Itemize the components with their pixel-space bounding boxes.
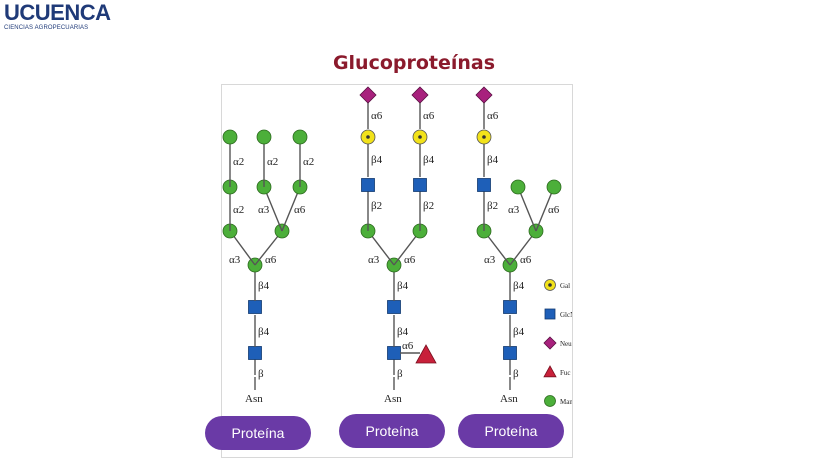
linkage-label: β4: [513, 280, 525, 292]
logo-name: UCUENCA: [4, 0, 111, 25]
glcnac-icon: [387, 300, 401, 314]
mannose-icon: [292, 129, 308, 145]
glcnac-icon: [361, 178, 375, 192]
linkage-label: α3: [258, 204, 270, 216]
logo-subtitle: CIENCIAS AGROPECUARIAS: [4, 25, 89, 31]
linkage-label: α3: [368, 254, 380, 266]
linkage-label: β4: [397, 280, 409, 292]
linkage-label: α6: [487, 110, 499, 122]
neuac-icon: [411, 86, 429, 104]
glycosidic-bond: [281, 186, 301, 232]
protein-pill-3: Proteína: [458, 414, 564, 448]
slide-title: Glucoproteínas: [332, 52, 496, 74]
glcnac-icon: [503, 300, 517, 314]
legend-label: Gal: [560, 282, 570, 290]
glycosidic-bond: [517, 186, 537, 232]
legend-label: Neu: [560, 340, 572, 348]
glcnac-icon: [544, 308, 556, 320]
legend-label: Fuc: [560, 369, 571, 377]
legend-label: Man: [560, 398, 572, 406]
glcnac-icon: [413, 178, 427, 192]
university-logo: UCUENCA CIENCIAS AGROPECUARIAS: [4, 0, 111, 32]
galactose-dot: [548, 283, 552, 287]
glcnac-icon: [503, 346, 517, 360]
linkage-label: α2: [267, 156, 278, 168]
fucose-icon: [415, 344, 437, 364]
galactose-dot: [482, 135, 486, 139]
linkage-label: α6: [404, 254, 416, 266]
neuac-icon: [475, 86, 493, 104]
linkage-label: α6: [371, 110, 383, 122]
linkage-label: β4: [258, 326, 270, 338]
mannose-icon: [256, 129, 272, 145]
protein-pill-2: Proteína: [339, 414, 445, 448]
linkage-label: β4: [397, 326, 409, 338]
linkage-label: β: [397, 368, 403, 380]
linkage-label: α3: [484, 254, 496, 266]
linkage-label: β4: [258, 280, 270, 292]
linkage-label: α6: [402, 340, 414, 352]
protein-pill-1: Proteína: [205, 416, 311, 450]
linkage-label: α6: [423, 110, 435, 122]
linkage-label: α2: [233, 204, 244, 216]
linkage-label: α6: [520, 254, 532, 266]
glycosidic-bond: [263, 186, 283, 232]
linkage-label: β: [258, 368, 264, 380]
asn-label: Asn: [384, 393, 402, 405]
linkage-label: β4: [371, 154, 383, 166]
mannose-icon: [510, 179, 526, 195]
galactose-dot: [418, 135, 422, 139]
mannose-icon: [546, 179, 562, 195]
asn-label: Asn: [500, 393, 518, 405]
linkage-label: β4: [423, 154, 435, 166]
linkage-label: β2: [487, 200, 498, 212]
linkage-label: α2: [303, 156, 314, 168]
linkage-label: β4: [487, 154, 499, 166]
neuac-icon: [543, 336, 557, 350]
linkage-label: α6: [548, 204, 560, 216]
linkage-label: β4: [513, 326, 525, 338]
linkage-label: β: [513, 368, 519, 380]
glcnac-icon: [248, 300, 262, 314]
glcnac-icon: [387, 346, 401, 360]
galactose-dot: [366, 135, 370, 139]
linkage-label: α3: [508, 204, 520, 216]
linkage-label: β2: [423, 200, 434, 212]
glcnac-icon: [248, 346, 262, 360]
linkage-label: α2: [233, 156, 244, 168]
linkage-label: α6: [265, 254, 277, 266]
mannose-icon: [222, 129, 238, 145]
mannose-icon: [544, 395, 556, 407]
neuac-icon: [359, 86, 377, 104]
linkage-label: α3: [229, 254, 241, 266]
glycosidic-bond: [535, 186, 555, 232]
glcnac-icon: [477, 178, 491, 192]
asn-label: Asn: [245, 393, 263, 405]
linkage-label: β2: [371, 200, 382, 212]
linkage-label: α6: [294, 204, 306, 216]
fucose-icon: [543, 365, 557, 378]
